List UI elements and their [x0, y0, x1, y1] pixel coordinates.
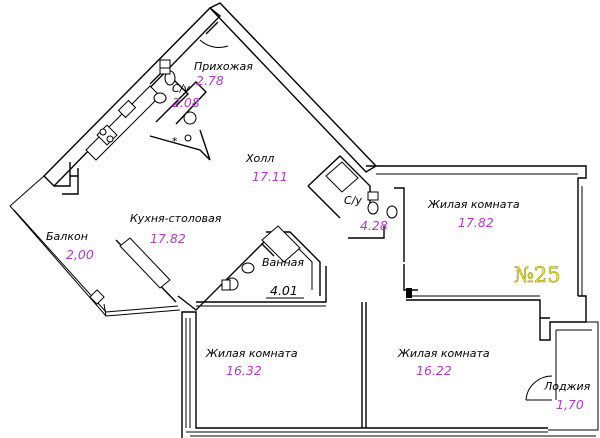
fixtures: *	[159, 59, 192, 148]
room-name: Холл	[245, 152, 274, 165]
room-name: Ванная	[262, 256, 304, 269]
room-name: Прихожая	[194, 60, 253, 73]
room-balcony: Балкон 2,00	[46, 230, 94, 262]
room-area: 17.11	[252, 169, 288, 184]
room-bedroom-1: Жилая комната 17.82	[427, 198, 520, 230]
room-name: Жилая комната	[397, 347, 490, 360]
outer-walls	[43, 2, 599, 438]
room-hallway-entry: Прихожая 2.78	[194, 60, 253, 88]
wall-bedroom-top	[366, 165, 587, 296]
room-area: 2.78	[196, 73, 224, 88]
room-name: С/у	[344, 194, 362, 207]
room-hall: Холл 17.11	[245, 152, 288, 184]
wall-hall-diagonal	[208, 2, 378, 173]
room-area: 17.82	[458, 215, 494, 230]
room-bedroom-3: Жилая комната 16.22	[397, 347, 490, 378]
room-name: Жилая комната	[205, 347, 298, 360]
balcony-outline	[9, 175, 181, 317]
room-area: 2.08	[172, 95, 200, 110]
room-kitchen: Кухня-столовая 17.82	[130, 212, 222, 246]
room-wc-2: С/у 4.28	[344, 194, 388, 233]
room-loggia: Лоджия 1,70	[543, 380, 591, 412]
room-name: Лоджия	[543, 380, 591, 393]
room-area: 4.28	[360, 218, 388, 233]
room-name: Кухня-столовая	[130, 212, 222, 225]
room-area: 17.82	[150, 231, 186, 246]
vent	[184, 134, 192, 142]
room-area: 16.22	[416, 363, 452, 378]
svg-text:*: *	[172, 135, 178, 148]
wall-bottom	[181, 311, 548, 438]
room-name: С/у	[172, 82, 190, 95]
room-area: 1,70	[556, 397, 584, 412]
room-name: Балкон	[46, 230, 88, 243]
apartment-number: №25	[514, 263, 561, 287]
room-area: 16.32	[226, 363, 262, 378]
room-labels: Прихожая 2.78 С/у 2.08 Холл 17.11 С/у 4.…	[46, 60, 591, 412]
room-bedroom-2: Жилая комната 16.32	[205, 347, 298, 378]
internal-walls	[54, 21, 583, 428]
room-bathroom: Ванная 4.01	[262, 256, 304, 299]
room-area: 4.01	[270, 283, 298, 298]
wall-kitchen-diagonal	[43, 7, 222, 187]
wc-tank	[159, 59, 171, 69]
room-area: 2,00	[66, 247, 94, 262]
room-wc-1: С/у 2.08	[172, 82, 200, 110]
room-name: Жилая комната	[427, 198, 520, 211]
